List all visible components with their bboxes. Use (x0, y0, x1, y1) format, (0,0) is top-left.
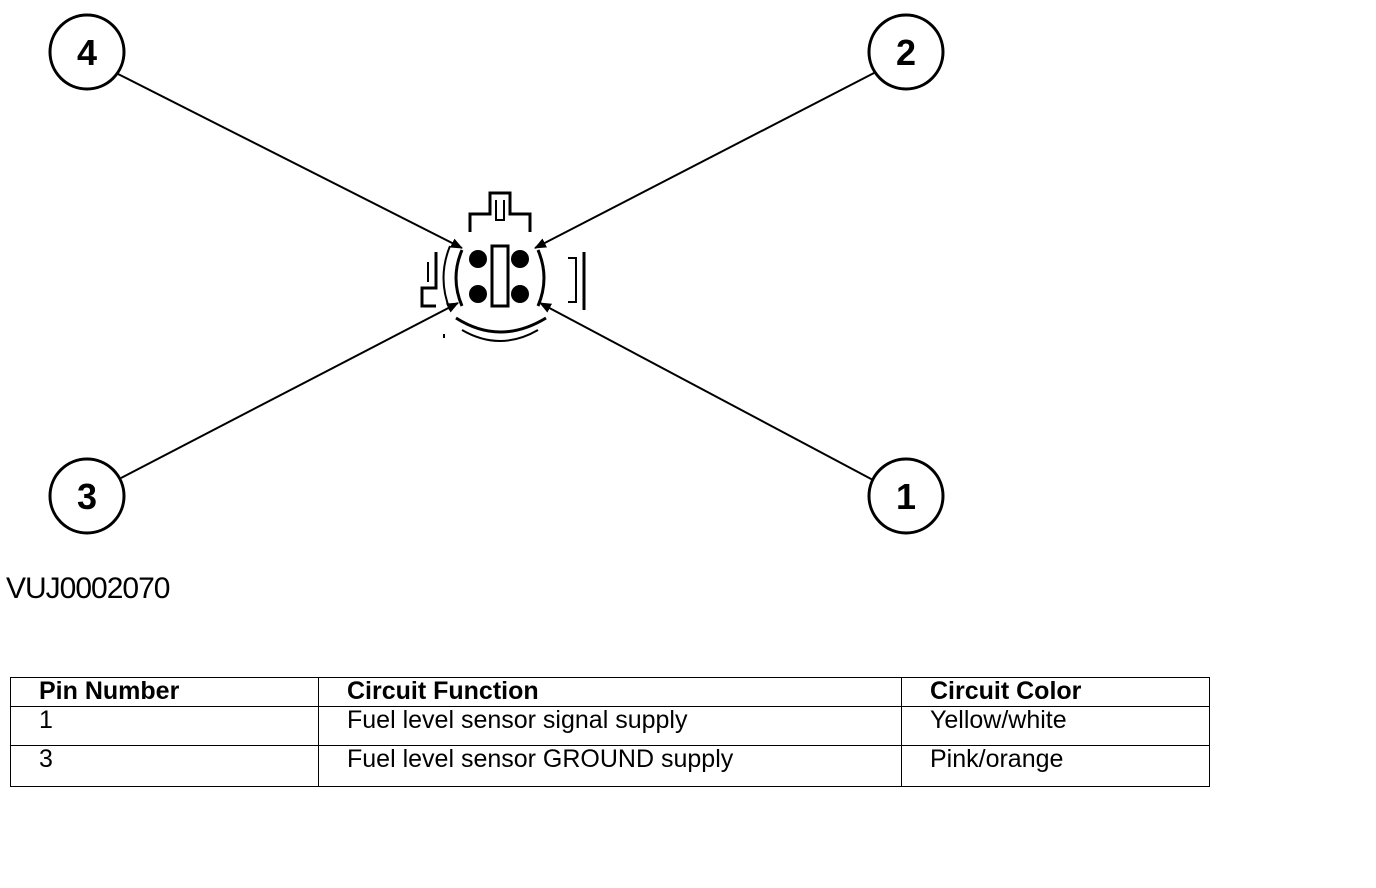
cell-circuit-color: Yellow/white (901, 706, 1210, 746)
callout-4-label: 4 (77, 32, 97, 73)
pin-2-dot (511, 250, 529, 268)
connector-right-bracket (568, 257, 577, 303)
cell-pin-number: 1 (10, 706, 319, 746)
leader-line-4 (117, 73, 463, 249)
leader-line-2 (534, 72, 875, 249)
pin-1-dot (511, 285, 529, 303)
callout-3-label: 3 (77, 476, 97, 517)
connector-center-key (490, 244, 510, 308)
callout-1-label: 1 (896, 476, 916, 517)
pin-3-dot (469, 285, 487, 303)
connector-latch (468, 191, 532, 232)
callout-1: 1 (867, 457, 945, 535)
callout-2-label: 2 (896, 32, 916, 73)
cell-circuit-function: Fuel level sensor GROUND supply (318, 745, 902, 787)
callout-3: 3 (48, 457, 126, 535)
connector-diagram: 4 2 3 1 (48, 13, 945, 535)
header-circuit-color: Circuit Color (901, 677, 1210, 707)
connector-icon (420, 191, 586, 342)
cell-circuit-color: Pink/orange (901, 745, 1210, 787)
connector-latch-slot (495, 200, 505, 221)
callout-2: 2 (867, 13, 945, 91)
header-pin-number: Pin Number (10, 677, 319, 707)
table-row: 1 Fuel level sensor signal supply Yellow… (10, 706, 1210, 746)
leader-line-1 (539, 302, 874, 481)
figure-id: VUJ0002070 (6, 572, 170, 605)
table-header-row: Pin Number Circuit Function Circuit Colo… (10, 677, 1210, 707)
leader-line-3 (120, 302, 459, 479)
connector-left-bracket (420, 252, 438, 308)
callout-4: 4 (48, 13, 126, 91)
pin-4-dot (469, 250, 487, 268)
cell-circuit-function: Fuel level sensor signal supply (318, 706, 902, 746)
pin-table: Pin Number Circuit Function Circuit Colo… (10, 677, 1210, 787)
table-row: 3 Fuel level sensor GROUND supply Pink/o… (10, 745, 1210, 787)
cell-pin-number: 3 (10, 745, 319, 787)
header-circuit-function: Circuit Function (318, 677, 902, 707)
leader-lines (117, 72, 875, 481)
connector-pins (469, 250, 529, 303)
